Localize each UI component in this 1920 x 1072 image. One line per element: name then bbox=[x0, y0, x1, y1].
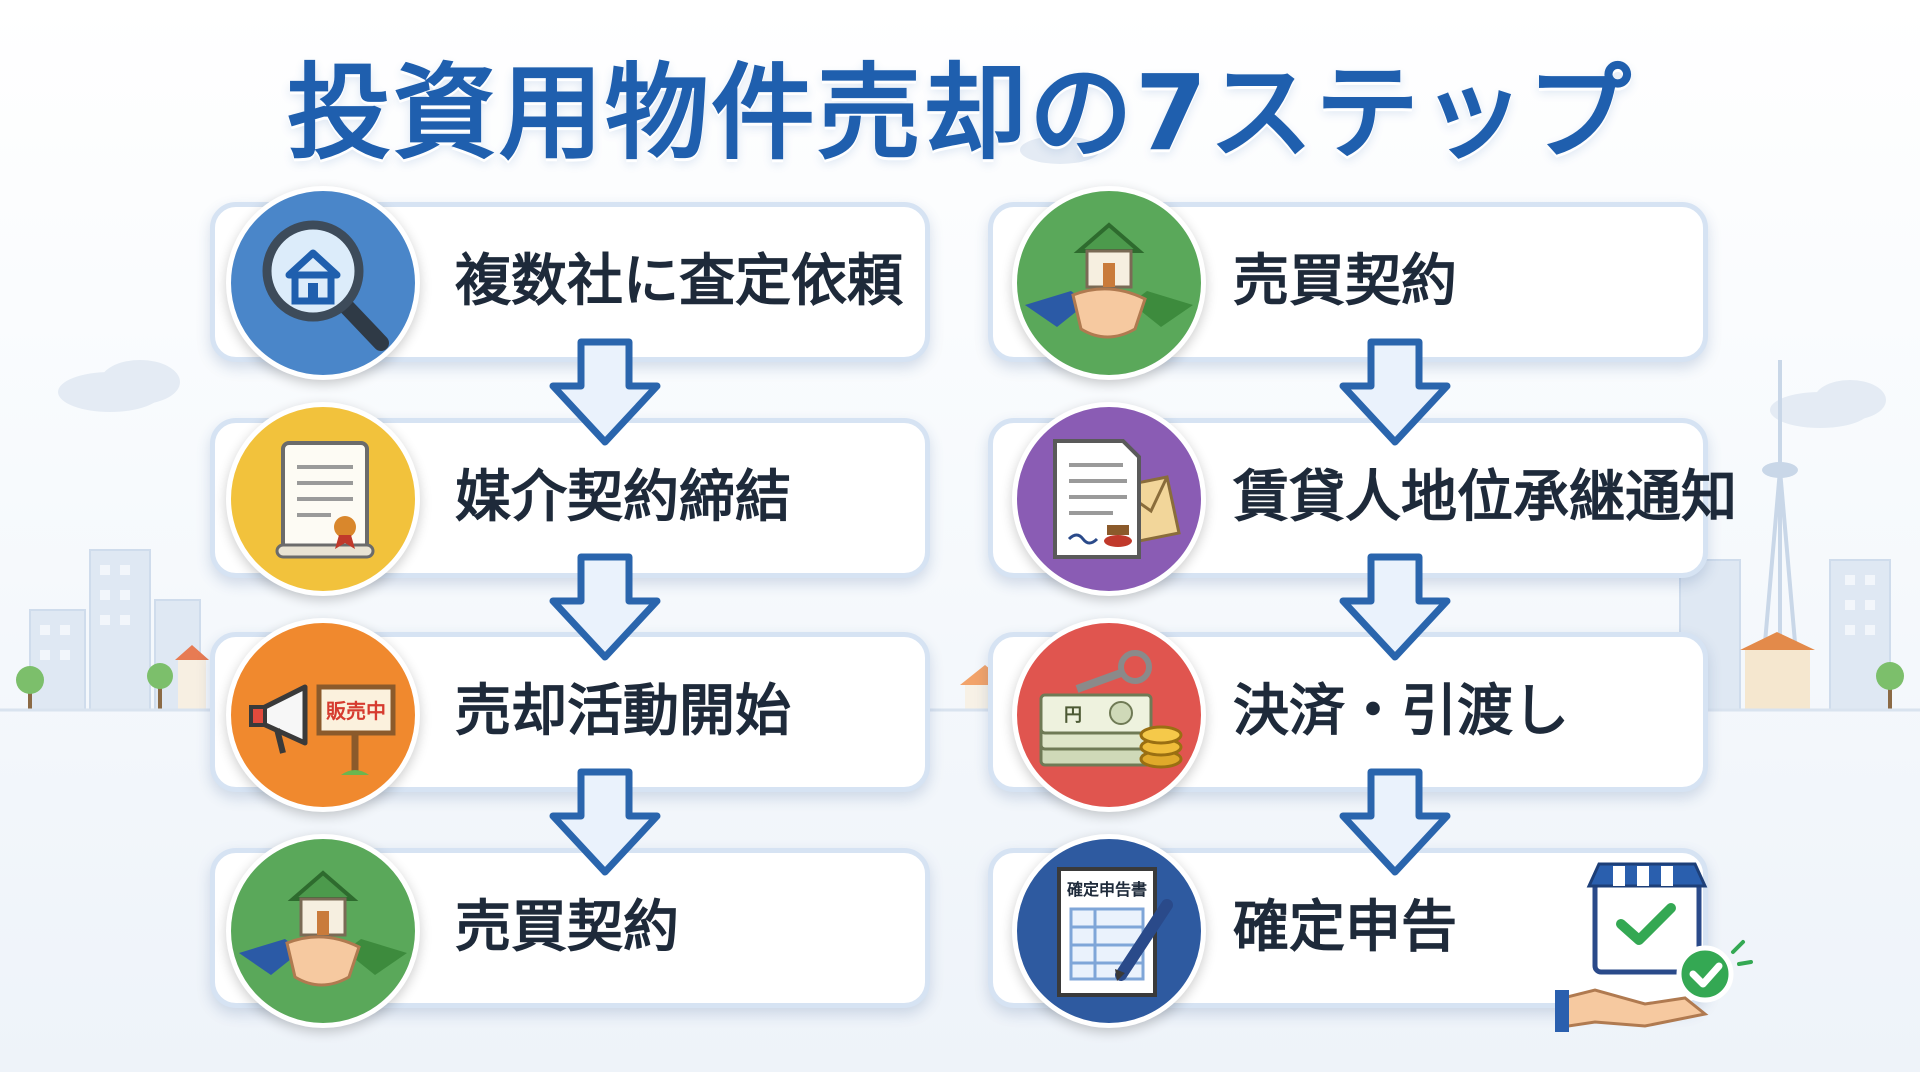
handshake-house-icon bbox=[1012, 186, 1206, 380]
down-arrow-icon bbox=[1339, 553, 1451, 661]
sign-text: 販売中 bbox=[326, 699, 386, 723]
step-label: 売買契約 bbox=[1233, 249, 1457, 314]
megaphone-sign-icon: 販売中 bbox=[226, 618, 420, 812]
down-arrow-icon bbox=[1339, 768, 1451, 876]
magnifier-house-icon bbox=[226, 186, 420, 380]
step-label: 売却活動開始 bbox=[455, 679, 791, 744]
step-label: 複数社に査定依頼 bbox=[455, 249, 903, 314]
down-arrow-icon bbox=[549, 338, 661, 446]
store-hand-check-icon bbox=[1555, 862, 1753, 1032]
step-label: 媒介契約締結 bbox=[455, 465, 791, 530]
handshake-house-icon bbox=[226, 834, 420, 1028]
contract-scroll-icon bbox=[226, 402, 420, 596]
money-key-icon: 円 bbox=[1012, 618, 1206, 812]
step-label: 決済・引渡し bbox=[1233, 679, 1569, 744]
document-envelope-icon bbox=[1012, 402, 1206, 596]
bill-text: 円 bbox=[1064, 705, 1082, 726]
tax-form-pen-icon: 確定申告書 bbox=[1012, 834, 1206, 1028]
down-arrow-icon bbox=[549, 768, 661, 876]
step-label: 賃貸人地位承継通知 bbox=[1233, 465, 1737, 530]
step-label: 確定申告 bbox=[1233, 895, 1457, 960]
down-arrow-icon bbox=[549, 553, 661, 661]
page-title: 投資用物件売却の7ステップ bbox=[286, 52, 1634, 174]
down-arrow-icon bbox=[1339, 338, 1451, 446]
step-label: 売買契約 bbox=[455, 895, 679, 960]
form-title: 確定申告書 bbox=[1067, 880, 1147, 899]
